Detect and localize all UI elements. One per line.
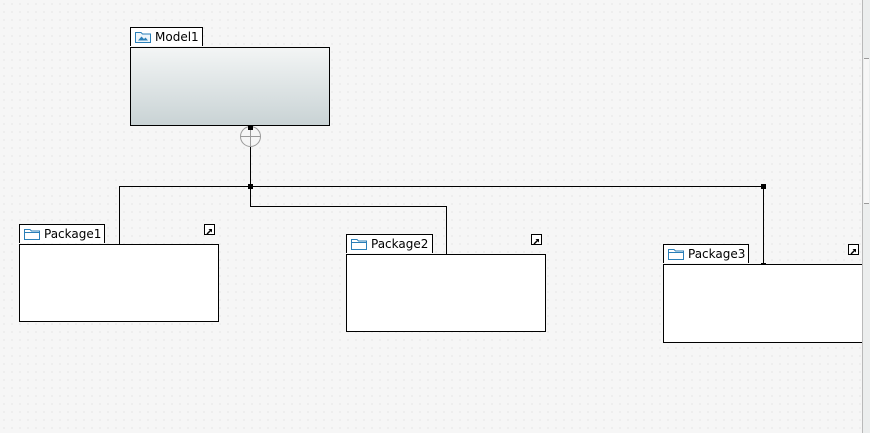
model-tab: Model1 (130, 27, 203, 46)
model-name: Model1 (155, 30, 199, 44)
package-node-3[interactable]: Package3 (663, 244, 863, 343)
package-name: Package1 (44, 227, 102, 241)
vertical-scrollbar[interactable] (862, 0, 870, 433)
package-node-1[interactable]: Package1 (19, 224, 219, 322)
package-body[interactable] (346, 254, 546, 332)
package-body[interactable] (19, 244, 219, 322)
shortcut-arrow-icon[interactable] (848, 244, 859, 255)
package-tab: Package2 (346, 234, 433, 253)
package-body[interactable] (663, 264, 863, 343)
junction-handle (248, 184, 253, 189)
junction-handle (761, 184, 766, 189)
shortcut-arrow-icon[interactable] (204, 224, 215, 235)
scrollbar-thumb[interactable] (864, 58, 869, 204)
model-folder-icon (135, 32, 151, 43)
shortcut-arrow-icon[interactable] (531, 234, 542, 245)
package-tab: Package3 (663, 244, 749, 263)
package-node-2[interactable]: Package2 (346, 234, 546, 332)
package-name: Package2 (371, 237, 429, 251)
package-tab: Package1 (19, 224, 105, 243)
containment-circle-icon (240, 126, 261, 147)
package-name: Package3 (688, 247, 746, 261)
folder-icon (24, 229, 40, 240)
folder-icon (351, 239, 367, 250)
model-node[interactable]: Model1 (130, 27, 330, 126)
folder-icon (668, 249, 684, 260)
model-body[interactable] (130, 47, 330, 126)
